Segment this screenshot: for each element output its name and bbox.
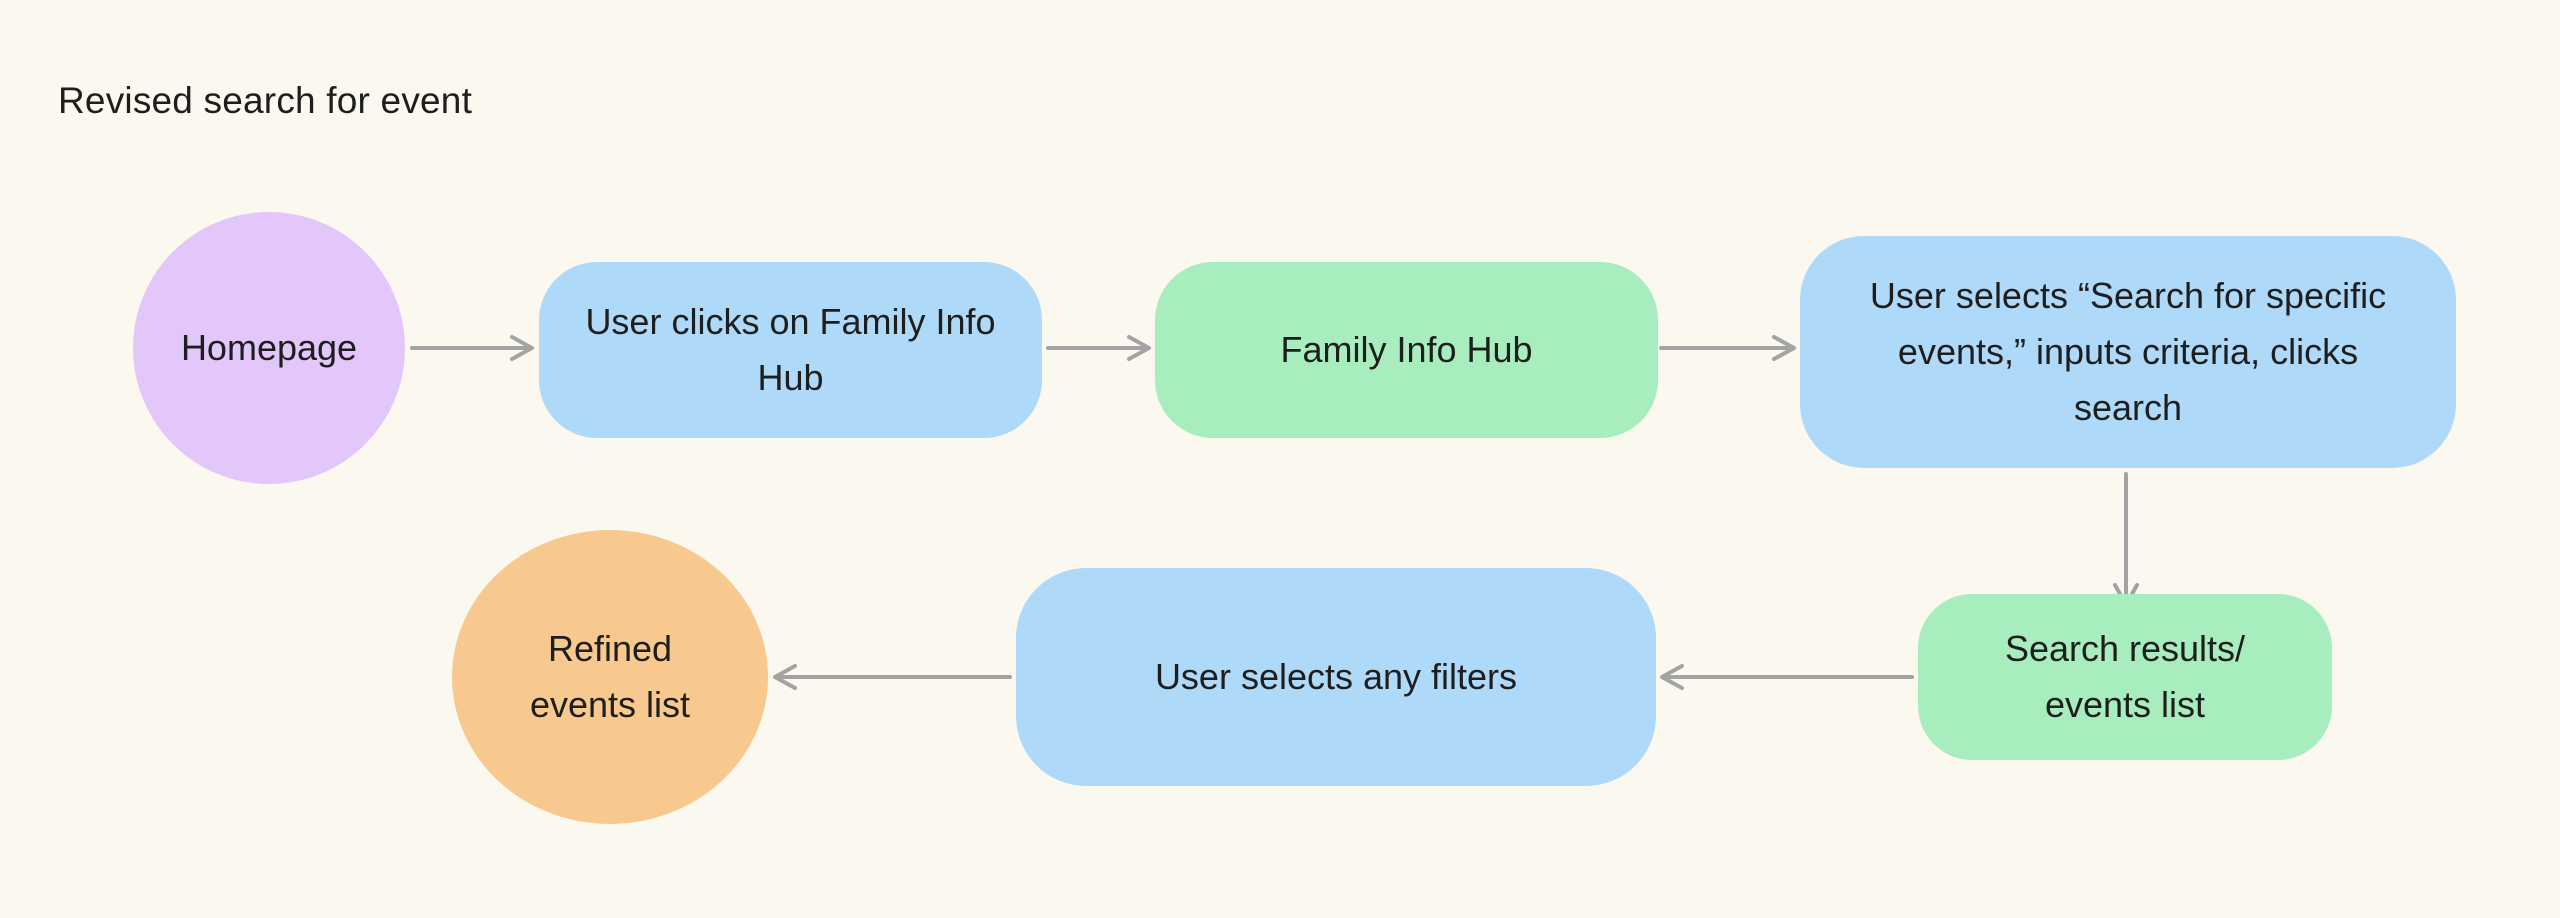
node-search-results-events-list-label: Search results/ events list — [2004, 628, 2246, 725]
node-homepage-label: Homepage — [180, 327, 358, 369]
node-homepage[interactable]: Homepage — [133, 212, 405, 484]
node-refined-events-list[interactable]: Refined events list — [452, 530, 768, 824]
node-user-clicks-family-info-hub-label: User clicks on Family Info Hub — [585, 301, 996, 398]
node-family-info-hub[interactable]: Family Info Hub — [1155, 262, 1658, 438]
node-family-info-hub-label: Family Info Hub — [1280, 329, 1533, 371]
node-user-clicks-family-info-hub[interactable]: User clicks on Family Info Hub — [539, 262, 1042, 438]
node-refined-events-list-label: Refined events list — [529, 628, 691, 725]
page-title[interactable]: Revised search for event — [58, 80, 473, 121]
node-user-selects-search-for-specific-events-label: User selects “Search for specific events… — [1869, 275, 2387, 428]
node-user-selects-search-for-specific-events[interactable]: User selects “Search for specific events… — [1800, 236, 2456, 468]
node-user-selects-any-filters[interactable]: User selects any filters — [1016, 568, 1656, 786]
node-search-results-events-list[interactable]: Search results/ events list — [1918, 594, 2332, 760]
node-user-selects-any-filters-label: User selects any filters — [1154, 656, 1518, 698]
